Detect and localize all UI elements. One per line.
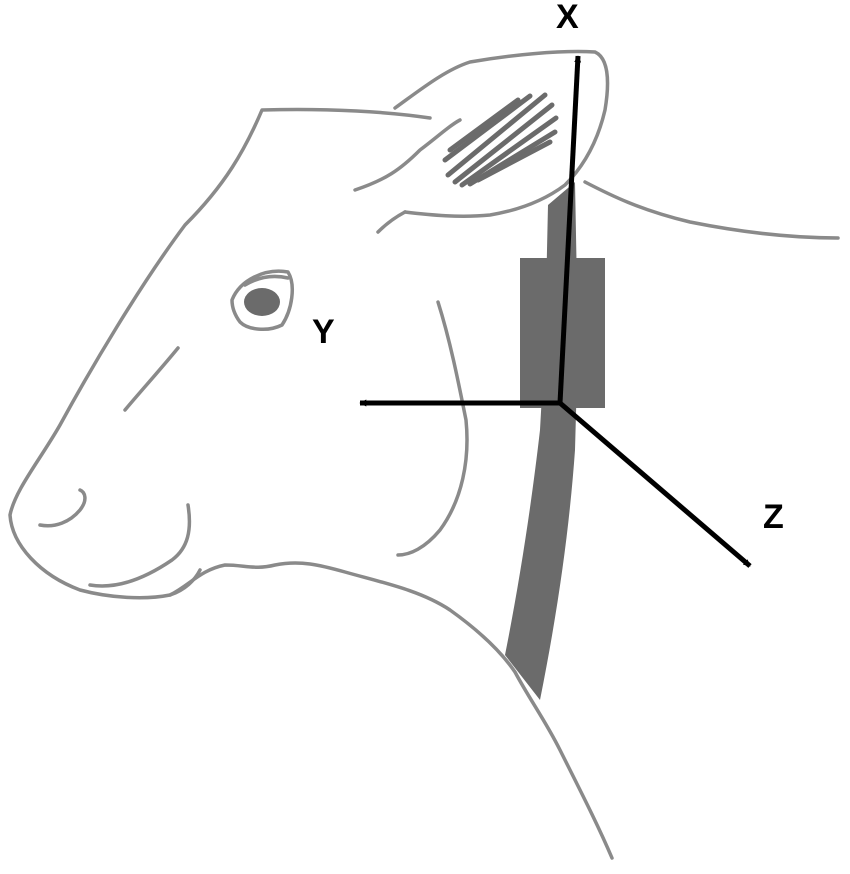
ear-outline (393, 49, 610, 218)
chin-line (168, 568, 202, 597)
z-axis-label: Z (763, 498, 784, 536)
cheek-line (396, 300, 469, 557)
eye-outline (230, 269, 295, 331)
eye-lid (243, 274, 290, 287)
mouth-line (88, 503, 192, 588)
forehead-line (353, 118, 462, 192)
y-axis-label: Y (312, 313, 335, 351)
nostril (38, 488, 87, 528)
ear-shading (442, 92, 559, 188)
nose-bridge-line (123, 346, 180, 412)
x-axis-label: X (556, 0, 579, 36)
head-outline (8, 107, 614, 860)
eye-pupil (244, 288, 280, 316)
x-axis-arrow (557, 55, 582, 404)
cow-head-illustration (8, 49, 840, 860)
coordinate-axes (359, 55, 752, 568)
neck-top-line (583, 180, 840, 240)
ear-inner-line (376, 210, 407, 234)
z-axis-arrow (558, 401, 752, 568)
collar (505, 182, 605, 700)
